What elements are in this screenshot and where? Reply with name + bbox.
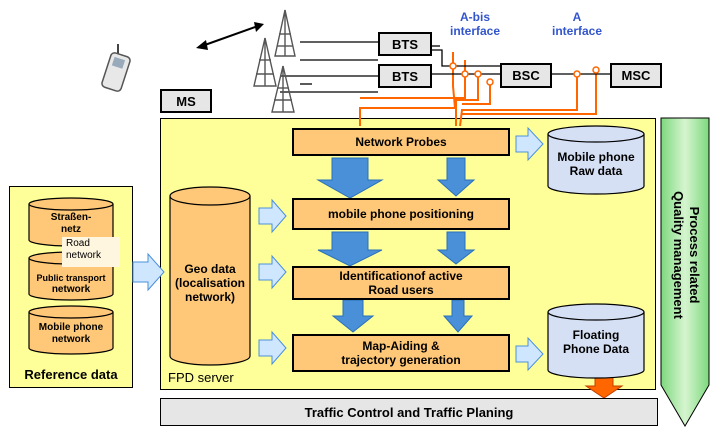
quality-line2: Quality management <box>671 191 686 319</box>
identification-line1: Identificationof active <box>339 269 463 283</box>
strassen-line2: netz <box>61 224 81 235</box>
bsc-box: BSC <box>500 63 552 88</box>
fpd-server-label: FPD server <box>168 370 234 385</box>
geo-line3: network) <box>184 290 235 304</box>
floating-line1: Floating <box>572 328 620 342</box>
raw-data-label: Mobile phone Raw data <box>548 150 644 178</box>
geo-line2: (localisation <box>174 276 245 290</box>
traffic-control-bar: Traffic Control and Traffic Planing <box>160 398 658 426</box>
mobile-line2: network <box>51 334 91 345</box>
identification-box: Identificationof active Road users <box>292 266 510 300</box>
bts-label: BTS <box>392 68 418 84</box>
a-interface-label: A interface <box>542 10 612 38</box>
bts-label: BTS <box>392 36 418 52</box>
raw-data-line2: Raw data <box>569 164 623 178</box>
bsc-label: BSC <box>512 68 540 83</box>
map-aiding-line2: trajectory generation <box>341 353 461 367</box>
map-aiding-box: Map-Aiding & trajectory generation <box>292 334 510 372</box>
ms-box: MS <box>160 89 212 113</box>
strassen-label: Straßen- netz <box>29 212 113 236</box>
mobile-network-label: Mobile phone network <box>26 322 116 346</box>
floating-data-cylinder <box>547 303 645 379</box>
strassen-line1: Straßen- <box>50 212 92 223</box>
raw-data-cylinder <box>547 125 645 195</box>
quality-line1: Process related <box>687 206 702 304</box>
msc-label: MSC <box>621 68 651 83</box>
road-line1: Road <box>66 238 90 249</box>
positioning-label: mobile phone positioning <box>328 207 474 221</box>
road-network-label-bg <box>62 237 120 267</box>
probe-links <box>359 52 597 127</box>
map-aiding-line1: Map-Aiding & <box>362 339 440 353</box>
flow-arrows <box>132 126 544 372</box>
traffic-label: Traffic Control and Traffic Planing <box>304 404 514 420</box>
geo-data-label: Geo data (localisation network) <box>170 262 250 304</box>
quality-management-arrow <box>660 117 710 427</box>
mobile-line1: Mobile phone <box>38 322 104 333</box>
a-label-line2: interface <box>551 24 603 38</box>
identification-line2: Road users <box>368 283 434 297</box>
ms-label: MS <box>176 93 196 109</box>
a-label-line1: A <box>572 10 582 24</box>
road-network-label: Road network <box>62 238 120 262</box>
probe-taps <box>449 62 600 86</box>
reference-data-title: Reference data <box>24 367 118 382</box>
geo-data-cylinder <box>169 186 251 366</box>
geo-line1: Geo data <box>184 262 236 276</box>
antenna-tower-icon <box>253 9 296 113</box>
network-links <box>280 41 610 93</box>
road-line2: network <box>66 250 102 261</box>
bts-box-1: BTS <box>378 32 432 56</box>
public-line2: network <box>51 284 91 295</box>
quality-management-label: Process related Quality management <box>658 120 714 390</box>
network-probes-box: Network Probes <box>292 128 510 156</box>
public-transport-label: Public transport network <box>26 272 116 296</box>
bts-box-2: BTS <box>378 64 432 88</box>
mobile-phone-icon <box>101 44 131 92</box>
positioning-box: mobile phone positioning <box>292 198 510 230</box>
floating-line2: Phone Data <box>562 342 629 356</box>
abis-interface-label: A-bis interface <box>440 10 510 38</box>
down-arrows <box>316 157 476 333</box>
raw-data-line1: Mobile phone <box>557 150 635 164</box>
msc-box: MSC <box>610 63 662 88</box>
public-line1: Public transport <box>36 273 106 283</box>
abis-label-line2: interface <box>449 24 501 38</box>
abis-label-line1: A-bis <box>460 10 490 24</box>
floating-data-label: Floating Phone Data <box>548 328 644 356</box>
radio-link-arrow <box>196 22 264 50</box>
network-probes-label: Network Probes <box>355 135 447 149</box>
